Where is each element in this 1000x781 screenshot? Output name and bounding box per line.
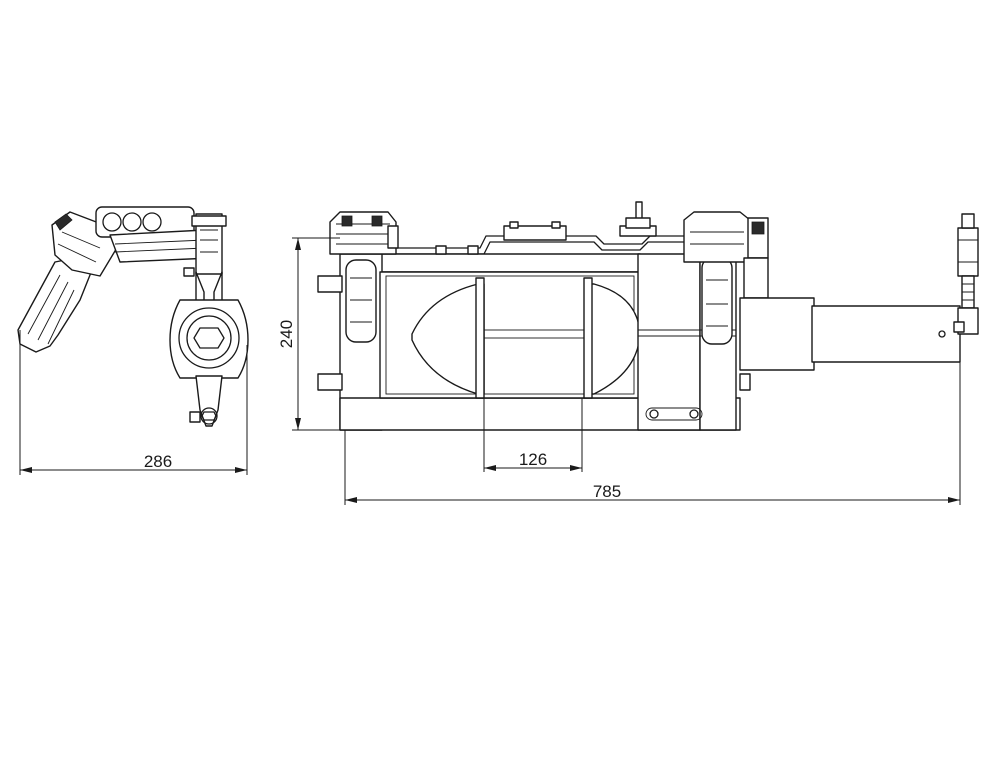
top-piping xyxy=(387,235,691,249)
front-view xyxy=(317,201,979,431)
right-valve-block xyxy=(683,211,751,263)
dim-label-785: 785 xyxy=(593,482,621,501)
cylinder-end-view xyxy=(169,299,249,379)
booster-barrel xyxy=(811,305,961,363)
frame-top xyxy=(379,253,641,273)
right-valve-stack xyxy=(957,227,979,277)
left-valve-block xyxy=(329,211,397,255)
booster-cylinder xyxy=(739,297,815,371)
left-cylinder xyxy=(345,259,377,343)
dim-label-126: 126 xyxy=(519,450,547,469)
dimension-labels: 286 126 785 240 xyxy=(144,320,621,501)
dim-label-286: 286 xyxy=(144,452,172,471)
right-cylinder xyxy=(701,257,733,345)
right-end-block xyxy=(637,253,701,431)
dim-label-240: 240 xyxy=(277,320,296,348)
side-view xyxy=(17,206,249,427)
dimension-lines xyxy=(19,237,961,505)
